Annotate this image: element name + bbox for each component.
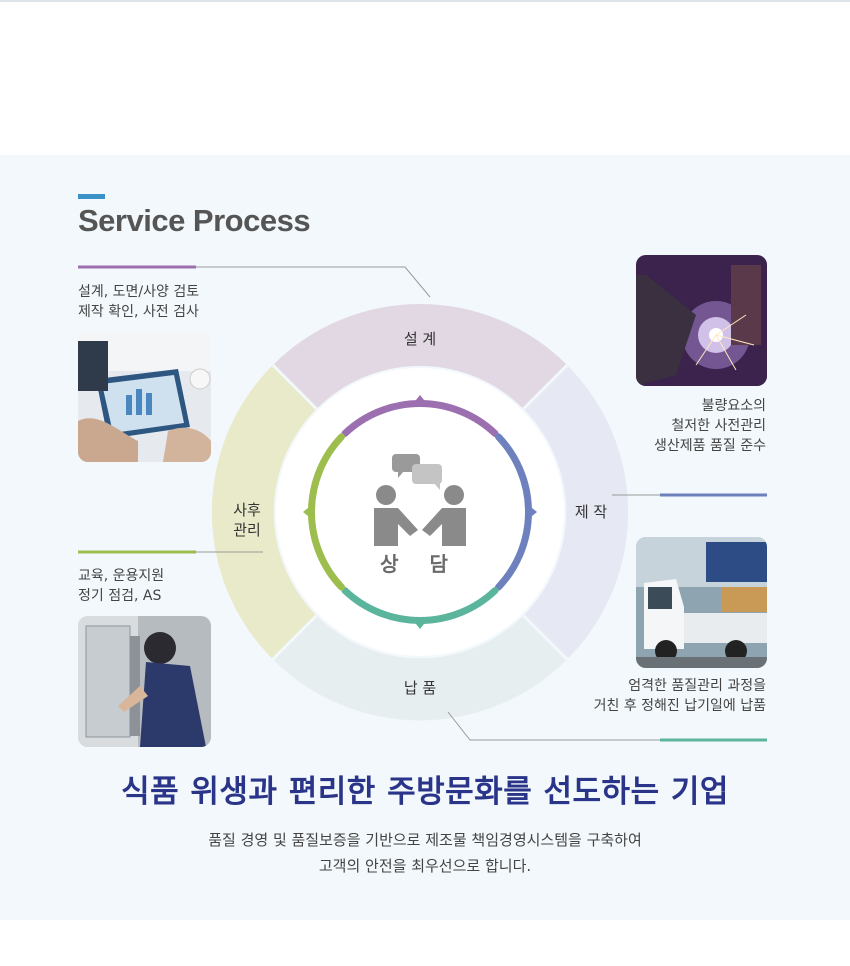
stage-label-design: 설 계	[403, 330, 437, 348]
section-title: Service Process	[78, 203, 311, 238]
stage-label-aftercare: 사후 관리	[222, 500, 272, 540]
arrow-design	[412, 395, 428, 405]
stage-desc-design-line: 설계, 도면/사양 검토	[78, 284, 200, 300]
headline: 식품 위생과 편리한 주방문화를 선도하는 기업	[121, 774, 729, 810]
consultation-handshake-icon	[374, 454, 466, 546]
top-divider	[0, 0, 850, 2]
arrow-aftercare	[303, 504, 313, 520]
stage-desc-production: 불량요소의 철저한 사전관리 생산제품 품질 준수	[654, 396, 766, 456]
ring-segment-delivery	[272, 615, 568, 721]
stage-desc-delivery-line: 엄격한 품질관리 과정을	[628, 678, 766, 694]
ring-segment-production	[523, 365, 629, 660]
stage-label-aftercare-line2: 관리	[233, 521, 261, 539]
stage-desc-aftercare-line: 정기 점검, AS	[78, 588, 162, 604]
leader-delivery	[447, 711, 767, 742]
photo-welding	[636, 255, 767, 386]
inner-disk	[276, 368, 564, 656]
stage-desc-delivery: 엄격한 품질관리 과정을 거친 후 정해진 납기일에 납품	[594, 676, 766, 716]
center-label: 상 담	[380, 552, 460, 576]
description-line: 품질 경영 및 품질보증을 기반으로 제조물 책임경영시스템을 구축하여	[208, 831, 642, 849]
stage-desc-delivery-line: 거친 후 정해진 납기일에 납품	[593, 698, 766, 714]
stage-desc-aftercare-line: 교육, 운용지원	[78, 568, 165, 584]
title-accent-bar	[78, 194, 105, 199]
stage-label-aftercare-line1: 사후	[233, 501, 261, 519]
stage-desc-aftercare: 교육, 운용지원 정기 점검, AS	[78, 566, 164, 606]
photo-aftercare-service	[78, 616, 211, 747]
stage-desc-production-line: 생산제품 품질 준수	[654, 438, 766, 454]
stage-desc-production-line: 철저한 사전관리	[671, 418, 766, 434]
stage-label-delivery: 납 품	[403, 679, 437, 697]
photo-design-review	[78, 331, 211, 462]
stage-desc-design: 설계, 도면/사양 검토 제작 확인, 사전 검사	[78, 282, 199, 322]
ring-segment-aftercare	[211, 365, 317, 660]
stage-desc-design-line: 제작 확인, 사전 검사	[78, 304, 199, 320]
ring-segment-design	[272, 304, 568, 409]
leader-design	[78, 265, 431, 298]
arrow-delivery	[412, 619, 428, 629]
description-line: 고객의 안전을 최우선으로 합니다.	[318, 857, 532, 875]
arrow-production	[527, 504, 537, 520]
stage-label-production: 제 작	[574, 503, 608, 521]
photo-delivery-truck	[636, 537, 767, 668]
stage-desc-production-line: 불량요소의	[701, 398, 766, 414]
